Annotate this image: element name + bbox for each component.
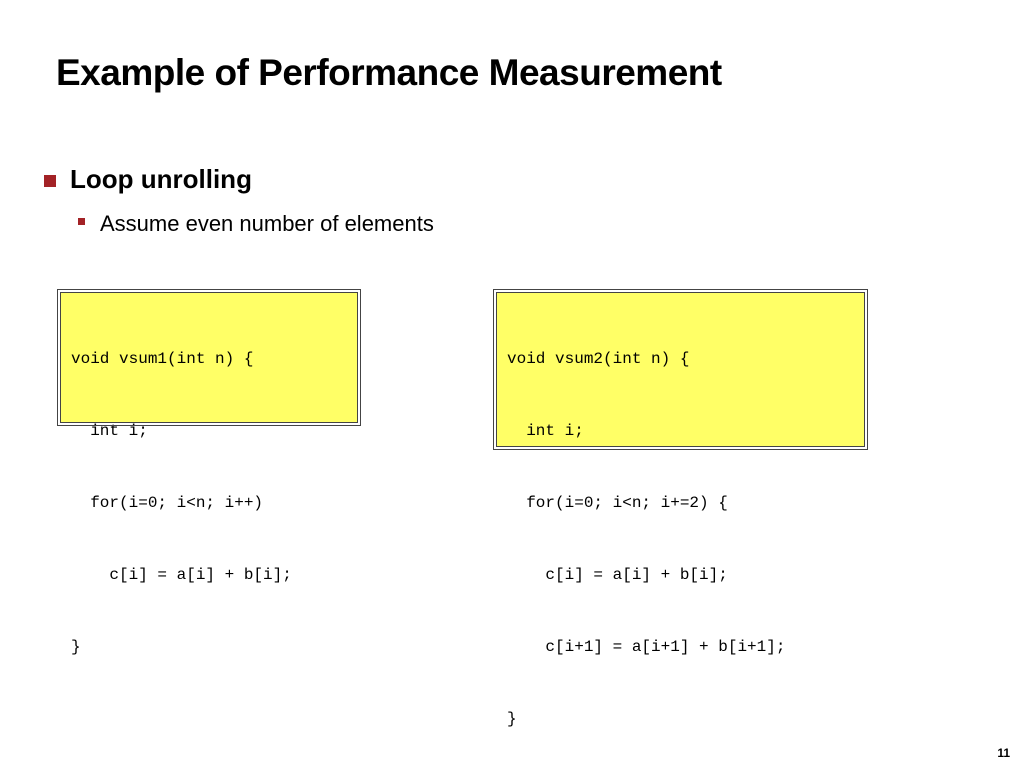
slide-title: Example of Performance Measurement bbox=[56, 52, 722, 93]
code-line: c[i] = a[i] + b[i]; bbox=[71, 566, 292, 584]
code-line: c[i] = a[i] + b[i]; bbox=[507, 566, 728, 584]
code-box-vsum2: void vsum2(int n) { int i; for(i=0; i<n;… bbox=[493, 289, 868, 728]
code-line: for(i=0; i<n; i++) bbox=[71, 494, 264, 512]
bullet-level2: Assume even number of elements bbox=[78, 211, 434, 237]
square-bullet-icon bbox=[78, 217, 85, 225]
code-box-vsum1: void vsum1(int n) { int i; for(i=0; i<n;… bbox=[57, 289, 361, 656]
square-bullet-icon bbox=[44, 174, 56, 187]
code-line: void vsum2(int n) { bbox=[507, 350, 690, 368]
code-line: void vsum1(int n) { bbox=[71, 350, 254, 368]
code-line: } bbox=[71, 638, 81, 656]
bullet-level2-text: Assume even number of elements bbox=[100, 211, 434, 236]
code-line: } bbox=[507, 710, 517, 728]
code-line: c[i+1] = a[i+1] + b[i+1]; bbox=[507, 638, 786, 656]
code-line: int i; bbox=[507, 422, 584, 440]
page-number: 11 bbox=[997, 746, 1010, 760]
code-line: for(i=0; i<n; i+=2) { bbox=[507, 494, 728, 512]
bullet-level1: Loop unrolling bbox=[44, 164, 252, 195]
code-line: int i; bbox=[71, 422, 148, 440]
bullet-level1-text: Loop unrolling bbox=[70, 164, 252, 194]
